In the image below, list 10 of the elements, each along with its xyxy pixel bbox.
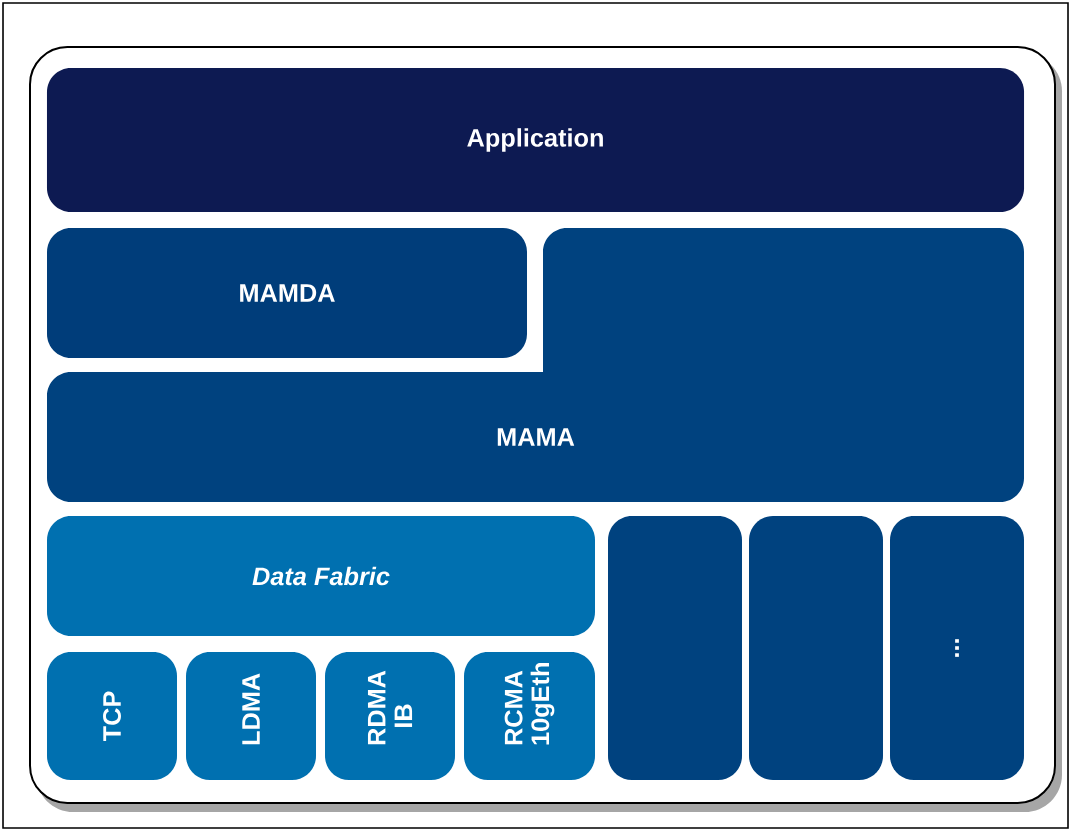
layer-box: RCMA 10gEth <box>464 652 595 780</box>
layer-box: ... <box>890 516 1024 780</box>
layer-box: MAMDA <box>47 228 527 358</box>
layer-box: RDMA IB <box>325 652 455 780</box>
layer-box: TCP <box>47 652 177 780</box>
layer-box: LDMA <box>186 652 316 780</box>
layer-box <box>608 516 742 780</box>
layer-box: Data Fabric <box>47 516 595 636</box>
layer-box: Application <box>46 68 1025 212</box>
layer-box <box>749 516 883 780</box>
